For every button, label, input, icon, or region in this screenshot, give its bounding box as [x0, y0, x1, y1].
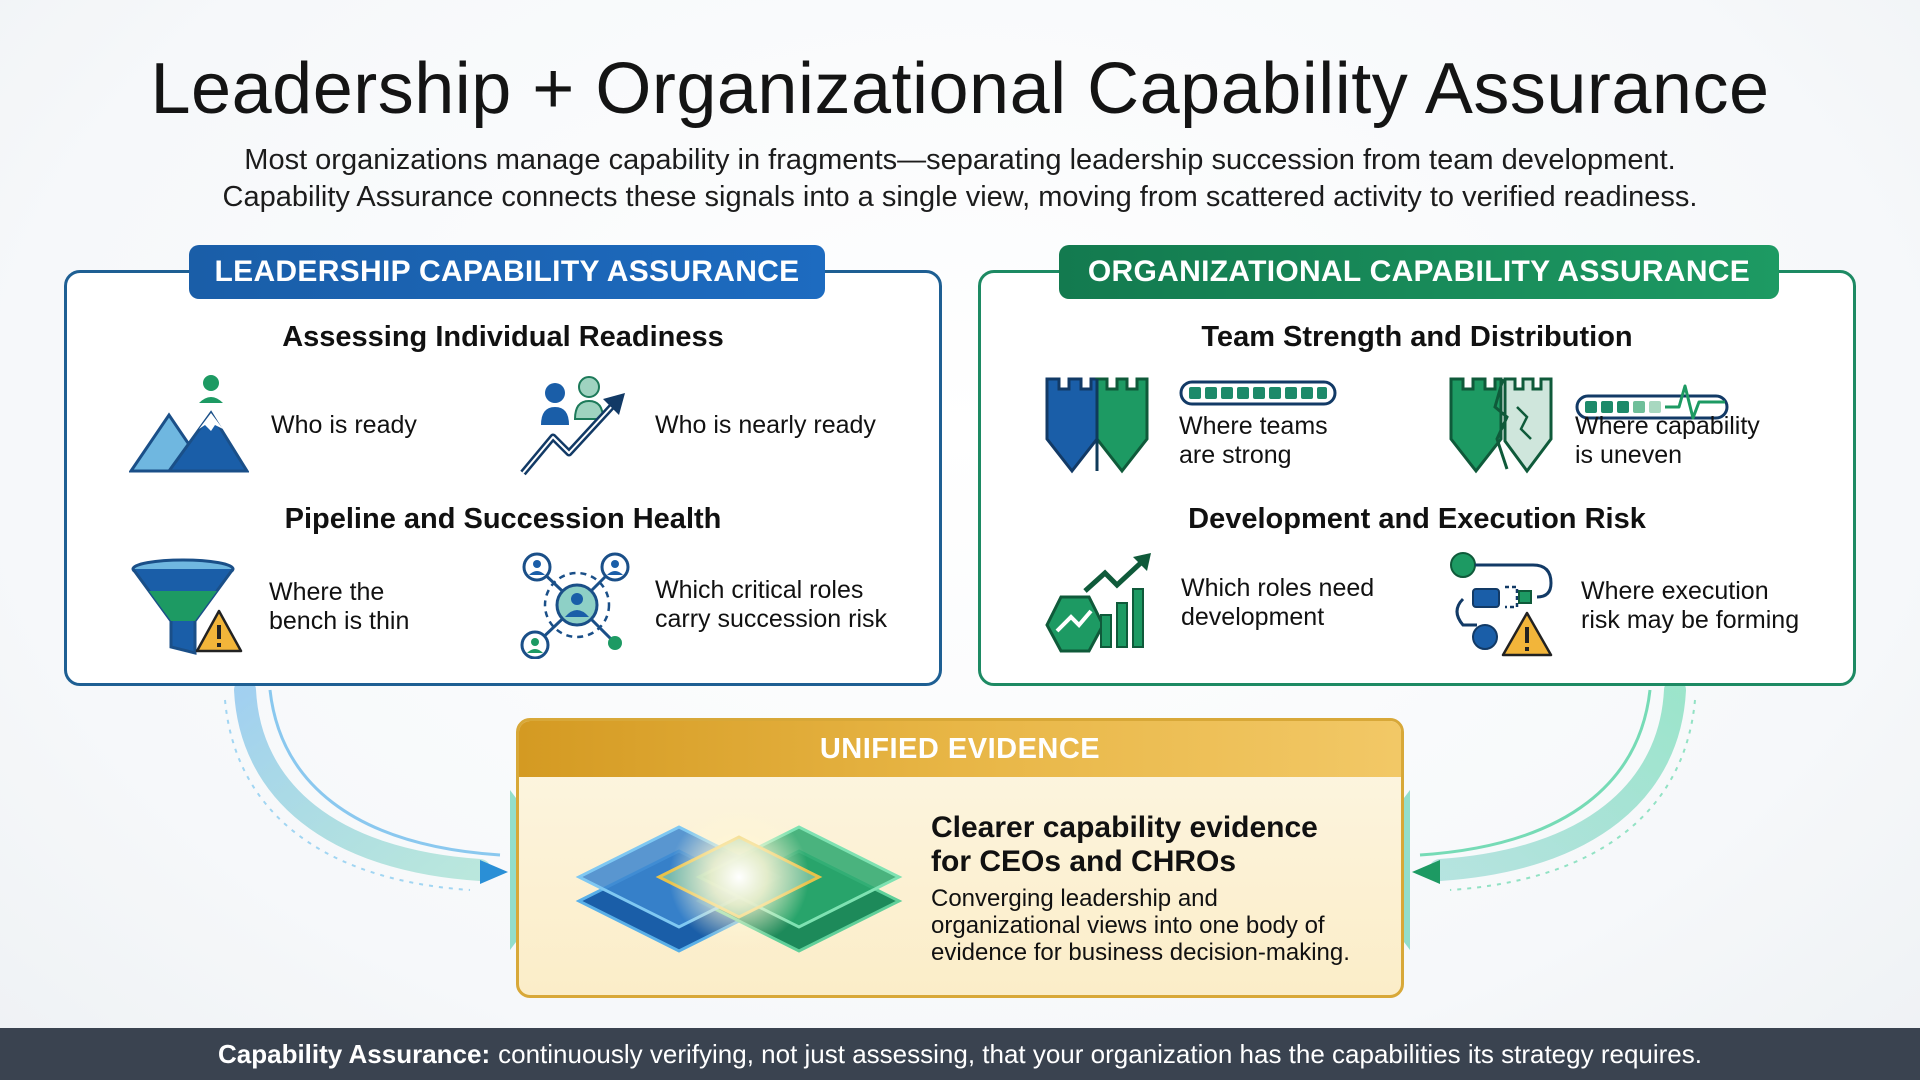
- who-is-nearly-ready-item: Who is nearly ready: [519, 373, 876, 477]
- page-subtitle: Most organizations manage capability in …: [0, 142, 1920, 216]
- subtitle-line-1: Most organizations manage capability in …: [244, 144, 1676, 176]
- roles-need-development-label: Which roles need development: [1181, 574, 1374, 632]
- pipeline-health-heading: Pipeline and Succession Health: [284, 503, 722, 535]
- subtitle-line-2: Capability Assurance connects these sign…: [222, 181, 1698, 213]
- capability-uneven-item: Where capability is uneven: [1447, 373, 1760, 477]
- organizational-panel: ORGANIZATIONAL CAPABILITY ASSURANCE Team…: [978, 245, 1856, 686]
- leadership-panel: LEADERSHIP CAPABILITY ASSURANCE Assessin…: [64, 245, 942, 686]
- roles-need-development-item: Which roles need development: [1041, 551, 1374, 655]
- teams-strong-line-2: are strong: [1179, 441, 1292, 469]
- organizational-panel-tab: ORGANIZATIONAL CAPABILITY ASSURANCE: [1059, 245, 1779, 299]
- succession-risk-label: Which critical roles carry succession ri…: [655, 576, 887, 634]
- bench-is-thin-line-1: Where the: [269, 578, 385, 606]
- page-title: Leadership + Organizational Capability A…: [150, 49, 1770, 129]
- succession-risk-item: Which critical roles carry succession ri…: [519, 551, 887, 659]
- people-rising-arrow-icon: [520, 376, 625, 476]
- execution-risk-label: Where execution risk may be forming: [1581, 577, 1799, 635]
- execution-risk-item: Where execution risk may be forming: [1447, 551, 1799, 661]
- execution-risk-line-2: risk may be forming: [1581, 606, 1800, 634]
- unified-body-line-2: organizational views into one body of: [931, 912, 1325, 939]
- process-warning-icon: [1450, 552, 1553, 657]
- capability-uneven-line-2: is uneven: [1575, 441, 1683, 469]
- footer-banner: Capability Assurance: continuously verif…: [0, 1028, 1920, 1080]
- capability-uneven-label: Where capability is uneven: [1575, 412, 1760, 470]
- teams-strong-line-1: Where teams: [1179, 412, 1328, 440]
- strength-bar-uneven: [1575, 384, 1729, 420]
- roles-need-development-line-1: Which roles need: [1181, 574, 1375, 602]
- bench-is-thin-label: Where the bench is thin: [269, 578, 409, 636]
- unified-evidence-panel: UNIFIED EVIDENCE Clearer capability evid…: [516, 718, 1404, 998]
- growth-chart-icon: [1045, 553, 1151, 653]
- unified-body-line-3: evidence for business decision-making.: [931, 939, 1350, 966]
- unified-evidence-header: UNIFIED EVIDENCE: [519, 721, 1401, 777]
- roles-need-development-line-2: development: [1181, 603, 1325, 631]
- development-risk-heading: Development and Execution Risk: [1188, 503, 1646, 535]
- unified-title-line-1: Clearer capability evidence: [931, 811, 1318, 844]
- unified-evidence-title: Clearer capability evidence for CEOs and…: [931, 811, 1318, 879]
- who-is-ready-item: Who is ready: [129, 373, 417, 477]
- castle-strong-icon: [1045, 377, 1149, 474]
- bench-is-thin-line-2: bench is thin: [269, 607, 410, 635]
- capability-uneven-text: Where capability is uneven: [1575, 380, 1760, 470]
- teams-strong-item: Where teams are strong: [1043, 373, 1337, 477]
- teams-strong-text: Where teams are strong: [1179, 380, 1337, 470]
- funnel-warning-icon: [131, 558, 243, 655]
- who-is-ready-label: Who is ready: [271, 410, 417, 439]
- assessing-readiness-heading: Assessing Individual Readiness: [282, 321, 724, 353]
- team-strength-heading: Team Strength and Distribution: [1201, 321, 1633, 353]
- castle-cracked-icon: [1449, 377, 1553, 474]
- mountain-person-icon: [129, 375, 249, 473]
- unified-evidence-description: Converging leadership and organizational…: [931, 885, 1391, 966]
- succession-risk-line-2: carry succession risk: [655, 605, 887, 633]
- execution-risk-line-1: Where execution: [1581, 577, 1769, 605]
- unified-body-line-1: Converging leadership and: [931, 885, 1218, 912]
- teams-strong-label: Where teams are strong: [1179, 412, 1337, 470]
- leadership-panel-tab: LEADERSHIP CAPABILITY ASSURANCE: [189, 245, 825, 299]
- succession-risk-line-1: Which critical roles: [655, 576, 864, 604]
- network-people-icon: [520, 552, 630, 659]
- strength-bar-full: [1179, 380, 1337, 406]
- unified-title-line-2: for CEOs and CHROs: [931, 845, 1237, 878]
- who-is-nearly-ready-label: Who is nearly ready: [655, 410, 876, 439]
- footer-text: continuously verifying, not just assessi…: [498, 1038, 1702, 1069]
- bench-is-thin-item: Where the bench is thin: [131, 557, 409, 657]
- converging-layers-icon: [575, 807, 903, 953]
- capability-uneven-line-1: Where capability: [1575, 412, 1760, 440]
- footer-bold-label: Capability Assurance:: [218, 1038, 491, 1069]
